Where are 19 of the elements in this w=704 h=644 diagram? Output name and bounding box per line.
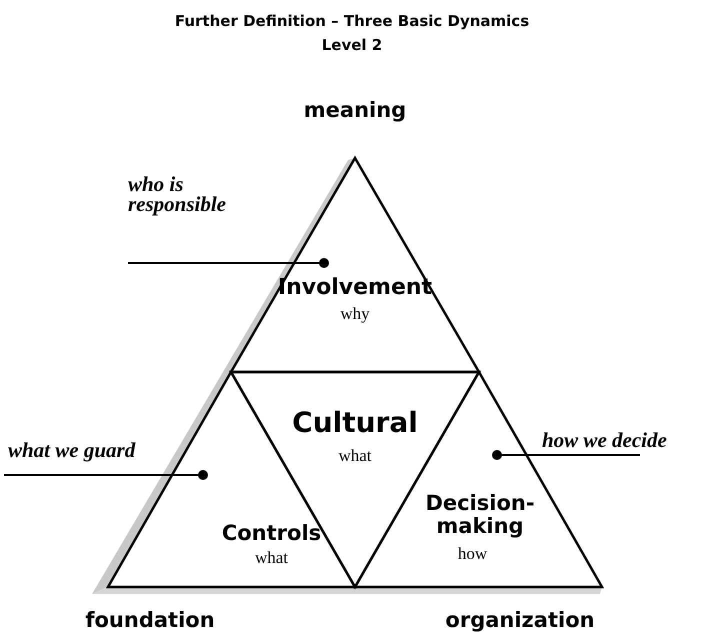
subtitle: Level 2 — [320, 36, 384, 54]
annotation-text: who is responsible — [128, 174, 278, 262]
region-title: Cultural — [291, 408, 419, 438]
leader-line — [492, 450, 640, 460]
region-title: Decision-making — [425, 492, 535, 538]
annotation-text: what we guard — [8, 440, 198, 474]
vertex-label: foundation — [84, 608, 216, 632]
region-subtitle: how — [456, 544, 488, 563]
leader-line — [4, 470, 208, 480]
region-title: Involvement — [276, 276, 434, 300]
region-subtitle: what — [254, 548, 290, 567]
region-subtitle: what — [337, 446, 373, 465]
vertex-label: organization — [444, 608, 596, 632]
leader-line — [128, 258, 329, 268]
title: Further Definition – Three Basic Dynamics — [174, 12, 530, 30]
region-title: Controls — [220, 522, 322, 545]
annotation-text: how we decide — [542, 430, 704, 454]
vertex-label: meaning — [302, 98, 408, 122]
region-subtitle: why — [339, 304, 371, 323]
